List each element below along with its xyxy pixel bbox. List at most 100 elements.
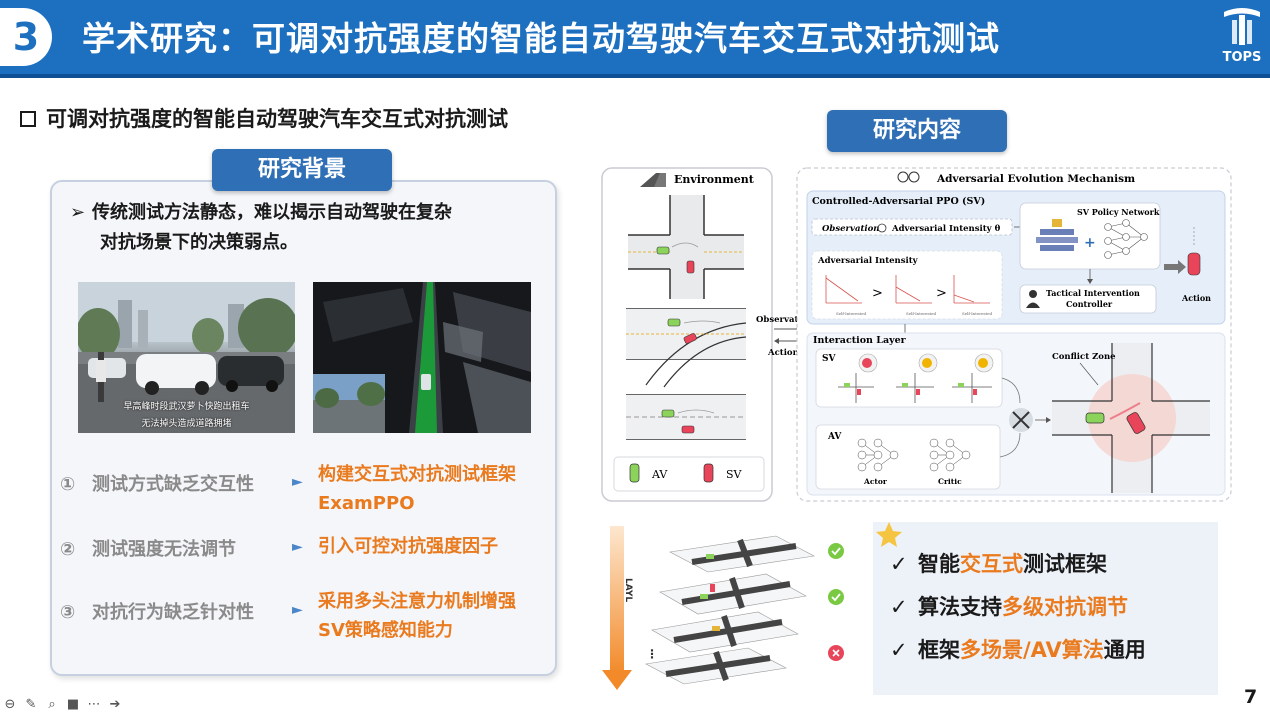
- intensity-plots: [825, 275, 990, 304]
- arrow-bullet-icon: ➢: [70, 202, 86, 223]
- brain-icon: [897, 171, 920, 183]
- fix-text-2: 引入可控对抗强度因子: [318, 532, 498, 561]
- next-slide-icon[interactable]: ➔: [109, 697, 121, 712]
- background-bullet: ➢ 传统测试方法静态，难以揭示自动驾驶在复杂 对抗场景下的决策弱点。: [70, 198, 540, 258]
- issue-row-2: ② 测试强度无法调节: [60, 535, 236, 561]
- camera-icon[interactable]: ■: [66, 697, 80, 712]
- layer-3: [651, 611, 799, 653]
- issue-label-1: 测试方式缺乏交互性: [92, 474, 254, 495]
- scene-intersection: [628, 195, 744, 299]
- legend-av: AV: [651, 468, 668, 481]
- ppo-title: Controlled-Adversarial PPO (SV): [812, 196, 985, 207]
- actor-label: Actor: [863, 477, 888, 486]
- adversarial-intensity-box: [811, 250, 1003, 320]
- subtitle-text: 可调对抗强度的智能自动驾驶汽车交互式对抗测试: [46, 107, 508, 131]
- result-line-1: ✓智能交互式测试框架: [890, 548, 1107, 578]
- action-label: Action: [767, 348, 799, 358]
- sv-scenes: [838, 353, 994, 403]
- square-bullet-icon: [20, 111, 36, 127]
- intensity-layers-diagram: LAYL ⋮: [602, 526, 844, 690]
- mechanism-title: Adversarial Evolution Mechanism: [936, 173, 1135, 185]
- star-icon: [876, 522, 902, 547]
- layers-axis-label: LAYL: [623, 578, 633, 602]
- ellipsis-icon: ⋮: [646, 647, 658, 661]
- environment-label: Environment: [674, 173, 755, 186]
- checkmark-icon-1: ✓: [890, 552, 908, 576]
- previous-slide-icon[interactable]: ⊖: [4, 697, 16, 712]
- self-interested-1: Self-Interested: [836, 311, 867, 316]
- layer-1: [669, 535, 815, 573]
- fix-text-3: 采用多头注意力机制增强 SV策略感知能力: [318, 587, 516, 645]
- plus-sign-icon: +: [1084, 235, 1096, 251]
- conflict-zone-scene: [1052, 343, 1210, 493]
- issue-row-1: ① 测试方式缺乏交互性: [60, 470, 254, 496]
- issue-num-1: ①: [60, 474, 76, 495]
- zoom-icon[interactable]: ⌕: [48, 697, 56, 712]
- issue-num-3: ③: [60, 602, 76, 623]
- header-stripe: [0, 74, 1270, 78]
- result-3-highlight: 多场景/AV算法: [960, 638, 1104, 662]
- av-label: AV: [827, 432, 842, 442]
- tops-logo: TOPS: [1218, 6, 1266, 68]
- intensity-arrow-head: [602, 670, 632, 690]
- sv-interaction-box: [815, 348, 1003, 408]
- conflict-zone-label: Conflict Zone: [1052, 352, 1116, 362]
- user-gear-icon: [1026, 290, 1040, 308]
- issue-label-2: 测试强度无法调节: [92, 539, 236, 560]
- photo-caption-1: 早高峰时段武汉萝卜快跑出租车: [123, 402, 250, 412]
- legend-sv: SV: [726, 468, 743, 481]
- gt-sign-2: >: [936, 286, 947, 301]
- scene-merge: [626, 308, 747, 388]
- pen-icon[interactable]: ✎: [25, 697, 37, 712]
- fix-1-line-1: 构建交互式对抗测试框架: [318, 464, 516, 485]
- layer-2: [659, 573, 807, 615]
- check-icon-2: [828, 589, 844, 605]
- critic-label: Critic: [938, 477, 962, 486]
- result-1-post: 测试框架: [1023, 552, 1107, 576]
- more-options-icon[interactable]: ⋯: [87, 697, 101, 712]
- bullet-line-1: 传统测试方法静态，难以揭示自动驾驶在复杂: [92, 202, 452, 223]
- action-car-icon: [1187, 252, 1201, 276]
- result-3-post: 通用: [1103, 638, 1146, 662]
- sv-car-icon: [703, 463, 714, 483]
- intensity-theta: Adversarial Intensity θ: [891, 224, 1001, 234]
- output-arrow-icon: [1164, 260, 1186, 274]
- fix-3-line-1: 采用多头注意力机制增强: [318, 591, 516, 612]
- photo-caption-2: 无法掉头造成道路拥堵: [141, 419, 232, 429]
- logo-text: TOPS: [1222, 50, 1262, 65]
- neural-net-icon: [1104, 219, 1148, 259]
- results-box: [873, 522, 1218, 695]
- gt-sign-1: >: [872, 286, 883, 301]
- slide-title: 学术研究：可调对抗强度的智能自动驾驶汽车交互式对抗测试: [82, 19, 1000, 58]
- slide-subtitle: 可调对抗强度的智能自动驾驶汽车交互式对抗测试: [20, 103, 508, 133]
- page-number: 7: [1244, 686, 1258, 708]
- fix-3-line-2: SV策略感知能力: [318, 620, 453, 641]
- road-icon: [640, 173, 666, 187]
- self-interested-2: Self-Interested: [906, 311, 937, 316]
- tactical-label-1: Tactical Intervention: [1046, 288, 1140, 298]
- observation-input: Observation: [822, 224, 879, 234]
- issue-num-2: ②: [60, 539, 76, 560]
- street-traffic-photo: 早高峰时段武汉萝卜快跑出租车 无法掉头造成道路拥堵: [78, 282, 295, 433]
- result-1-pre: 智能: [918, 552, 960, 576]
- bullet-line-2: 对抗场景下的决策弱点。: [100, 232, 298, 253]
- section-number-badge: 3: [0, 8, 52, 66]
- sv-label: SV: [822, 354, 836, 364]
- lidar-map-illustration: [313, 282, 531, 433]
- av-interaction-box: [815, 424, 1001, 490]
- result-2-pre: 算法支持: [918, 595, 1002, 619]
- tops-logo-icon: [1224, 8, 1260, 45]
- presentation-toolbar: ⊖ ✎ ⌕ ■ ⋯ ➔: [2, 696, 123, 714]
- issue-arrow-icon-1: ►: [292, 474, 303, 490]
- framework-diagram: Environment: [601, 167, 1232, 502]
- issue-arrow-icon-2: ►: [292, 539, 303, 555]
- result-3-pre: 框架: [918, 638, 960, 662]
- interaction-layer-label: Interaction Layer: [813, 335, 907, 346]
- checkmark-icon-2: ✓: [890, 595, 908, 619]
- checkmark-icon-3: ✓: [890, 638, 908, 662]
- av-car-icon: [629, 463, 640, 483]
- actor-network-icon: [857, 438, 899, 472]
- fix-text-1: 构建交互式对抗测试框架 ExamPPO: [318, 460, 516, 518]
- fix-1-line-2: ExamPPO: [318, 493, 415, 514]
